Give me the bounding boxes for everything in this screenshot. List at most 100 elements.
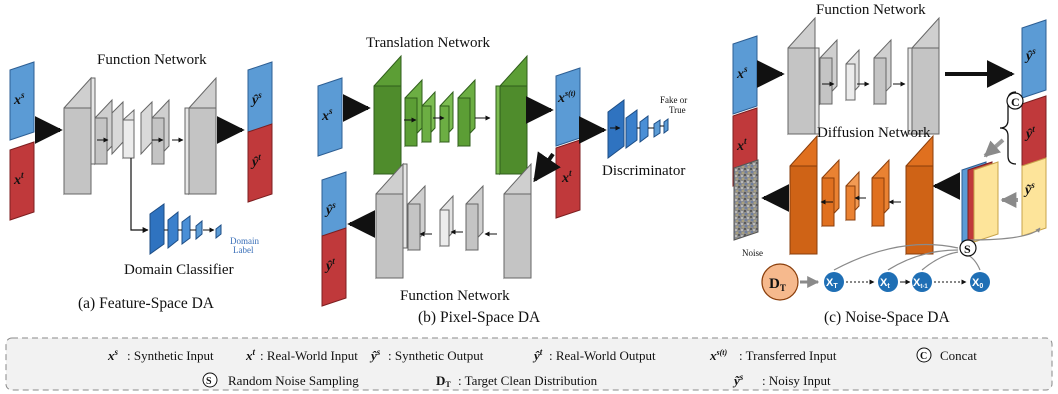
svg-text:DT: DT <box>769 276 786 293</box>
input-card-synthetic-c: xs <box>732 35 758 115</box>
panel-b: Translation Network xs <box>317 35 687 326</box>
svg-text:xt: xt <box>245 347 256 363</box>
discriminator <box>607 99 669 159</box>
svg-text:xs: xs <box>107 347 119 363</box>
svg-text:S: S <box>206 376 212 387</box>
discriminator-label: Discriminator <box>602 163 685 179</box>
svg-text:ŷs: ŷs <box>250 90 262 108</box>
svg-text:: Real-World Output: : Real-World Output <box>549 348 656 363</box>
panel-c: Function Network xs xt <box>732 2 1047 326</box>
svg-text:DT: DT <box>436 373 451 389</box>
diffusion-network <box>789 134 934 256</box>
legend-random-noise: S Random Noise Sampling <box>202 372 359 388</box>
svg-text:ŷt: ŷt <box>1024 124 1035 142</box>
svg-text:C: C <box>920 351 927 362</box>
legend-synthetic-input: xs : Synthetic Input <box>107 347 214 363</box>
noise-image <box>733 159 759 241</box>
svg-text:ỹs: ỹs <box>732 372 744 388</box>
svg-text:xs(t): xs(t) <box>557 89 576 106</box>
fake-true-1: Fake or <box>660 95 687 105</box>
output-card-realworld: ŷt <box>247 123 273 203</box>
panel-c-title: Function Network <box>816 2 926 18</box>
svg-text:xs: xs <box>321 106 333 124</box>
output-card-synthetic-c: ŷs <box>1021 19 1047 99</box>
dist-node: DT <box>761 263 799 301</box>
svg-text:XT: XT <box>826 277 838 290</box>
input-card-realworld: xt <box>9 141 35 221</box>
svg-text:ỹs: ỹs <box>1023 180 1035 198</box>
svg-text:Xt-1: Xt-1 <box>913 277 928 290</box>
diffusion-label: Diffusion Network <box>817 125 931 141</box>
svg-text:: Target Clean Distribution: : Target Clean Distribution <box>458 373 598 388</box>
domain-classifier <box>149 203 222 255</box>
svg-text:ŷs: ŷs <box>324 200 336 218</box>
caption-a: (a) Feature-Space DA <box>78 295 215 312</box>
caption-b: (b) Pixel-Space DA <box>418 309 541 326</box>
transferred-card: xs(t) <box>555 67 581 147</box>
svg-text:Random Noise Sampling: Random Noise Sampling <box>228 373 359 388</box>
function-network-b <box>375 162 532 280</box>
function-network-c <box>787 16 940 136</box>
svg-text:: Synthetic Output: : Synthetic Output <box>388 348 484 363</box>
caption-c: (c) Noise-Space DA <box>824 309 950 326</box>
svg-text:xs: xs <box>736 64 748 82</box>
input-card-synthetic-b: xs <box>317 77 343 157</box>
legend-target-clean: DT : Target Clean Distribution <box>436 373 598 389</box>
input-card-realworld-b: xt <box>555 139 581 219</box>
domain-label-1: Domain <box>230 236 259 246</box>
disc-arrows <box>610 125 664 131</box>
noisy-input-card: ỹs <box>1021 157 1047 237</box>
sample-symbol: S <box>959 239 977 257</box>
arrow-concat <box>983 138 1005 158</box>
legend-noisy-input: ỹs : Noisy Input <box>732 372 831 388</box>
noise-label: Noise <box>742 248 763 258</box>
svg-text:xt: xt <box>561 168 572 186</box>
svg-text:xt: xt <box>736 136 747 154</box>
panel-b-function-label: Function Network <box>400 288 510 304</box>
svg-text:ŷs: ŷs <box>369 347 381 363</box>
svg-text:: Synthetic Input: : Synthetic Input <box>127 348 214 363</box>
svg-text:X0: X0 <box>972 277 983 290</box>
stacked-concat-cards <box>961 161 999 243</box>
input-card-synthetic: xs <box>9 61 35 141</box>
panel-a-title: Function Network <box>97 52 207 68</box>
legend-synthetic-output: ŷs : Synthetic Output <box>369 347 484 363</box>
panel-a: Function Network xs xt <box>9 52 273 312</box>
legend-concat: C Concat <box>916 347 977 363</box>
svg-text:xt: xt <box>13 170 24 188</box>
sampling-curves <box>833 227 1041 271</box>
svg-text:: Noisy Input: : Noisy Input <box>762 373 831 388</box>
translation-network <box>373 54 528 176</box>
function-network-a <box>63 76 217 196</box>
classifier-branch <box>130 158 149 233</box>
svg-text:: Transferred Input: : Transferred Input <box>739 348 837 363</box>
svg-text:ŷs: ŷs <box>1024 46 1036 64</box>
panel-b-title: Translation Network <box>366 35 491 51</box>
arrow-to-function <box>533 151 561 183</box>
svg-text:: Real-World Input: : Real-World Input <box>260 348 358 363</box>
concat-symbol: C <box>1006 92 1024 110</box>
svg-text:ŷt: ŷt <box>532 347 543 363</box>
fake-true-2: True <box>669 105 686 115</box>
legend-realworld-output: ŷt : Real-World Output <box>532 347 656 363</box>
domain-label-2: Label <box>233 245 254 255</box>
svg-text:C: C <box>1011 95 1020 109</box>
inner-arrows-diffusion <box>820 195 901 205</box>
svg-text:ŷt: ŷt <box>324 256 335 274</box>
legend: xs : Synthetic Input xt : Real-World Inp… <box>5 337 1053 391</box>
node-x0: X0 <box>970 272 990 292</box>
legend-realworld-input: xt : Real-World Input <box>245 347 358 363</box>
output-card-realworld-b: ŷt <box>321 227 347 307</box>
classifier-label: Domain Classifier <box>124 262 234 278</box>
node-xt-1: Xt-1 <box>912 272 932 292</box>
svg-text:xs: xs <box>13 90 25 108</box>
svg-text:Concat: Concat <box>940 348 977 363</box>
inner-arrows-b2 <box>419 229 497 237</box>
svg-text:ŷt: ŷt <box>250 152 261 170</box>
inner-arrows-b <box>404 115 491 123</box>
svg-text:Xt: Xt <box>880 277 890 290</box>
legend-transferred-input: xs(t) : Transferred Input <box>709 348 837 363</box>
node-xt: Xt <box>878 272 898 292</box>
output-card-realworld-c: ŷt <box>1021 95 1047 175</box>
